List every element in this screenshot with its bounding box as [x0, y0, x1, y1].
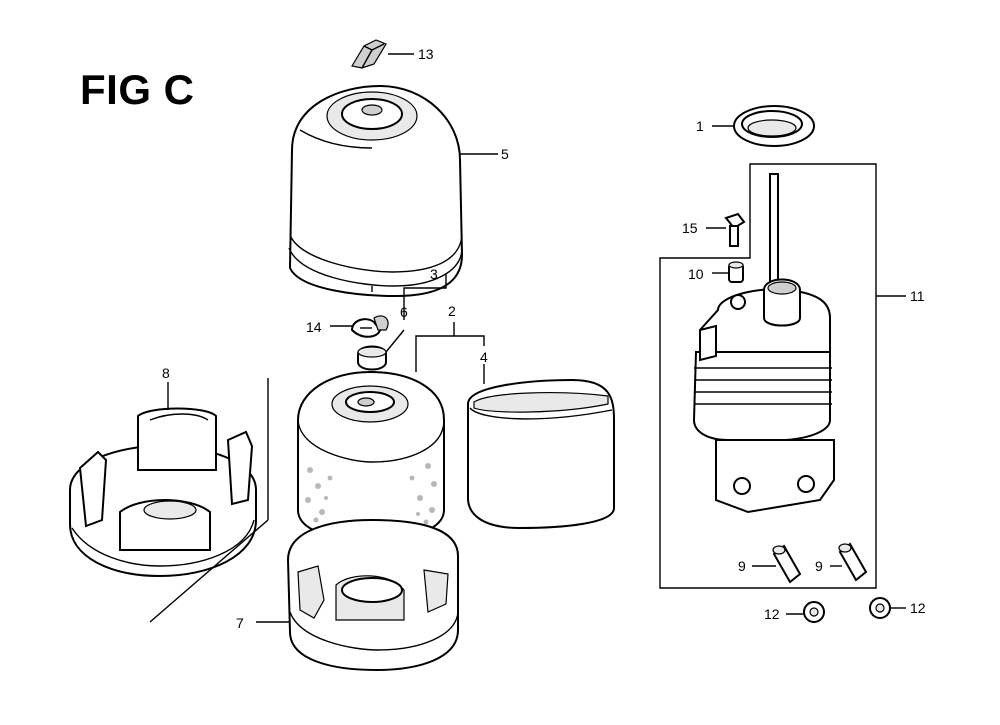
- part-bolt: [724, 212, 746, 247]
- part-collar: [728, 261, 744, 283]
- callout-12-right: 12: [910, 600, 926, 616]
- figure-title: FIG C: [80, 66, 195, 113]
- callout-6: 6: [400, 304, 408, 320]
- divider-line-diagonal: [149, 519, 269, 623]
- callout-13: 13: [418, 46, 434, 62]
- part-base-alt: [69, 407, 257, 578]
- leader-lines: [167, 53, 906, 623]
- part-stud-left: [772, 544, 802, 584]
- callout-8: 8: [162, 365, 170, 381]
- callout-11: 11: [910, 288, 925, 304]
- callout-1: 1: [696, 118, 704, 134]
- callout-7: 7: [236, 615, 244, 631]
- callout-3: 3: [430, 266, 438, 282]
- part-clip: [351, 39, 387, 69]
- callout-9-right: 9: [815, 558, 823, 574]
- part-nut-right: [869, 597, 891, 619]
- part-air-cleaner-cover: [288, 84, 464, 298]
- part-stud-right: [838, 542, 868, 582]
- paper-element-pleats: [305, 463, 437, 525]
- callout-5: 5: [501, 146, 509, 162]
- callout-2: 2: [448, 303, 456, 319]
- part-gasket: [733, 105, 815, 147]
- callout-4: 4: [480, 349, 488, 365]
- assembly-bracket-11: [659, 163, 877, 589]
- part-foam-element: [467, 378, 615, 530]
- part-nut-left: [803, 601, 825, 623]
- callout-10: 10: [688, 266, 704, 282]
- callout-9-left: 9: [738, 558, 746, 574]
- part-grommet: [357, 345, 387, 371]
- callout-12-left: 12: [764, 606, 780, 622]
- callout-15: 15: [682, 220, 698, 236]
- part-air-cleaner-base: [286, 518, 459, 672]
- part-elbow-body: [692, 173, 835, 514]
- part-wing-nut: [350, 315, 389, 338]
- part-paper-element: [297, 370, 445, 542]
- callout-14: 14: [306, 319, 322, 335]
